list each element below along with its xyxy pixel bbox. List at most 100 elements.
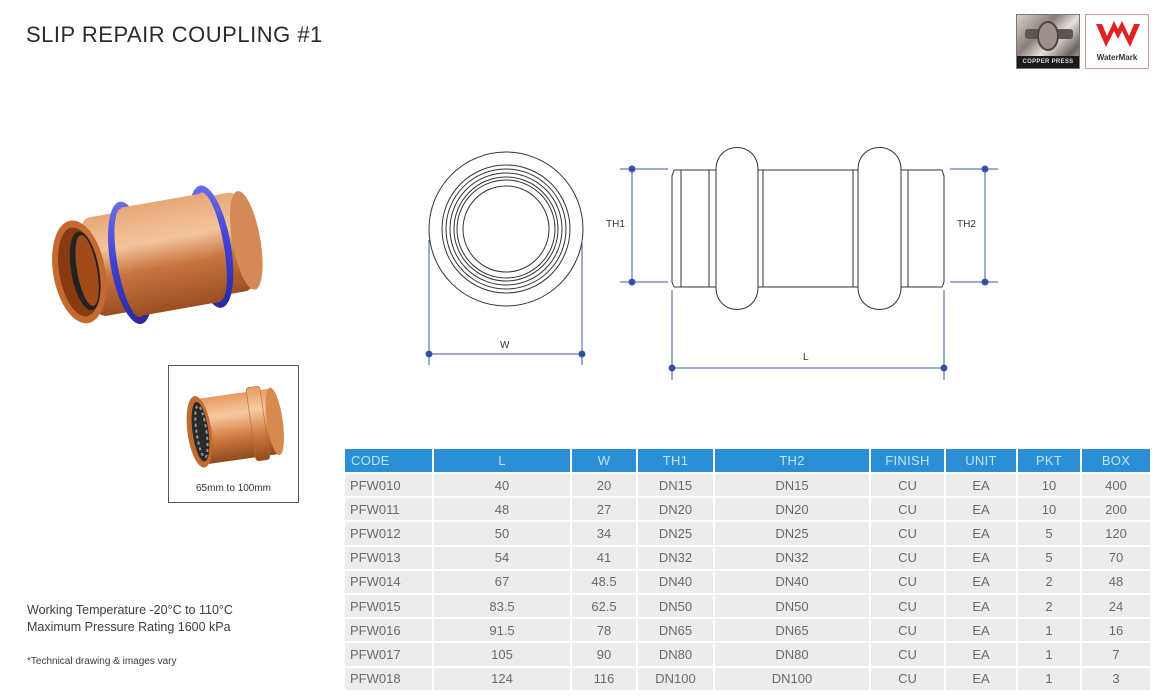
- cell-w: 41: [572, 544, 638, 569]
- cell-box: 3: [1082, 665, 1150, 690]
- cell-finish: CU: [871, 520, 946, 545]
- cell-pkt: 5: [1018, 520, 1082, 545]
- specifications: Working Temperature -20°C to 110°C Maxim…: [27, 602, 233, 636]
- cell-pkt: 10: [1018, 472, 1082, 497]
- cell-unit: EA: [946, 520, 1018, 545]
- cell-w: 27: [572, 496, 638, 521]
- dimension-label-th2: TH2: [957, 219, 976, 230]
- column-header-pkt: PKT: [1018, 449, 1082, 472]
- cell-finish: CU: [871, 544, 946, 569]
- column-header-th2: TH2: [715, 449, 871, 472]
- cell-box: 16: [1082, 617, 1150, 642]
- table-row: PFW013 54 41 DN32 DN32 CU EA 5 70: [345, 544, 1150, 569]
- cell-code: PFW012: [345, 520, 434, 545]
- cell-finish: CU: [871, 496, 946, 521]
- table-row: PFW018 124 116 DN100 DN100 CU EA 1 3: [345, 665, 1150, 690]
- product-photo: [52, 185, 263, 325]
- cell-box: 48: [1082, 568, 1150, 593]
- watermark-label: WaterMark: [1096, 53, 1138, 62]
- cell-l: 50: [434, 520, 572, 545]
- cell-unit: EA: [946, 641, 1018, 666]
- table-row: PFW010 40 20 DN15 DN15 CU EA 10 400: [345, 472, 1150, 497]
- cell-th2: DN80: [715, 641, 871, 666]
- column-header-w: W: [572, 449, 638, 472]
- cell-th1: DN15: [638, 472, 715, 497]
- cell-pkt: 10: [1018, 496, 1082, 521]
- column-header-th1: TH1: [638, 449, 715, 472]
- dimension-label-l: L: [803, 352, 809, 363]
- cell-th1: DN100: [638, 665, 715, 690]
- table-row: PFW011 48 27 DN20 DN20 CU EA 10 200: [345, 496, 1150, 521]
- cell-code: PFW018: [345, 665, 434, 690]
- certification-badges: COPPER PRESS WaterMark: [1016, 14, 1149, 69]
- cell-finish: CU: [871, 665, 946, 690]
- cell-w: 90: [572, 641, 638, 666]
- cell-pkt: 2: [1018, 592, 1082, 618]
- cell-unit: EA: [946, 617, 1018, 642]
- cell-w: 62.5: [572, 592, 638, 618]
- cell-l: 54: [434, 544, 572, 569]
- table-header-row: CODE L W TH1 TH2 FINISH UNIT PKT BOX: [345, 449, 1150, 472]
- page-title: SLIP REPAIR COUPLING #1: [26, 22, 323, 47]
- cell-th1: DN65: [638, 617, 715, 642]
- cell-unit: EA: [946, 472, 1018, 497]
- cell-box: 7: [1082, 641, 1150, 666]
- cell-unit: EA: [946, 568, 1018, 593]
- cell-l: 83.5: [434, 592, 572, 618]
- cell-unit: EA: [946, 665, 1018, 690]
- table-row: PFW015 83.5 62.5 DN50 DN50 CU EA 2 24: [345, 592, 1150, 618]
- cell-box: 24: [1082, 592, 1150, 618]
- cell-code: PFW010: [345, 472, 434, 497]
- watermark-badge: WaterMark: [1085, 14, 1149, 69]
- cell-l: 105: [434, 641, 572, 666]
- cell-box: 70: [1082, 544, 1150, 569]
- watermark-w-icon: [1096, 21, 1140, 47]
- working-temperature: Working Temperature -20°C to 110°C: [27, 603, 233, 617]
- cell-l: 48: [434, 496, 572, 521]
- cell-th1: DN32: [638, 544, 715, 569]
- cell-unit: EA: [946, 592, 1018, 618]
- dimension-label-w: W: [500, 340, 510, 351]
- cell-code: PFW011: [345, 496, 434, 521]
- pipe-graphic: [1037, 21, 1059, 51]
- cell-l: 124: [434, 665, 572, 690]
- cell-w: 34: [572, 520, 638, 545]
- cell-th1: DN80: [638, 641, 715, 666]
- cell-w: 78: [572, 617, 638, 642]
- cell-th2: DN65: [715, 617, 871, 642]
- cell-th2: DN40: [715, 568, 871, 593]
- table-row: PFW014 67 48.5 DN40 DN40 CU EA 2 48: [345, 568, 1150, 593]
- cell-pkt: 1: [1018, 665, 1082, 690]
- cell-unit: EA: [946, 496, 1018, 521]
- cell-finish: CU: [871, 472, 946, 497]
- cell-pkt: 1: [1018, 617, 1082, 642]
- cell-w: 116: [572, 665, 638, 690]
- cell-th2: DN50: [715, 592, 871, 618]
- cell-th2: DN32: [715, 544, 871, 569]
- disclaimer-note: *Technical drawing & images vary: [27, 656, 177, 667]
- column-header-box: BOX: [1082, 449, 1150, 472]
- cell-code: PFW014: [345, 568, 434, 593]
- cell-code: PFW013: [345, 544, 434, 569]
- dimension-label-th1: TH1: [606, 219, 625, 230]
- cell-w: 48.5: [572, 568, 638, 593]
- table-row: PFW017 105 90 DN80 DN80 CU EA 1 7: [345, 641, 1150, 666]
- inset-photo-frame: 65mm to 100mm: [168, 365, 299, 503]
- column-header-finish: FINISH: [871, 449, 946, 472]
- cell-box: 120: [1082, 520, 1150, 545]
- cell-pkt: 2: [1018, 568, 1082, 593]
- technical-drawing: [425, 147, 998, 380]
- cell-w: 20: [572, 472, 638, 497]
- cell-th2: DN25: [715, 520, 871, 545]
- column-header-l: L: [434, 449, 572, 472]
- cell-unit: EA: [946, 544, 1018, 569]
- cell-box: 200: [1082, 496, 1150, 521]
- cell-finish: CU: [871, 592, 946, 618]
- cell-th2: DN15: [715, 472, 871, 497]
- table-row: PFW016 91.5 78 DN65 DN65 CU EA 1 16: [345, 617, 1150, 642]
- cell-th1: DN50: [638, 592, 715, 618]
- product-spec-table: CODE L W TH1 TH2 FINISH UNIT PKT BOX PFW…: [345, 449, 1150, 690]
- cell-th1: DN25: [638, 520, 715, 545]
- cell-th2: DN100: [715, 665, 871, 690]
- max-pressure-rating: Maximum Pressure Rating 1600 kPa: [27, 620, 231, 634]
